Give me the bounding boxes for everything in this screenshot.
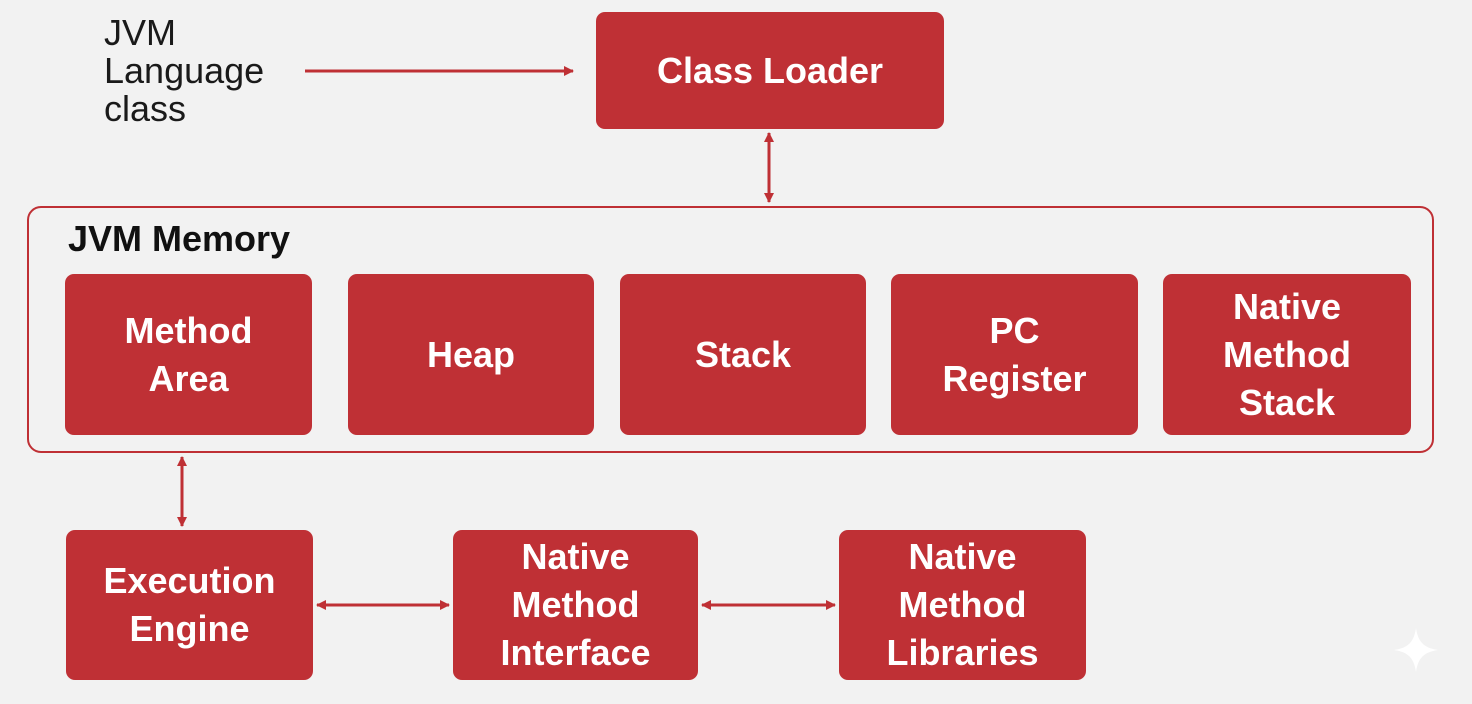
native-method-interface-label-line2: Method [511, 584, 640, 625]
jvm-language-class-label: JVM Language class [104, 12, 265, 129]
method-area-label-line1: Method [124, 309, 253, 351]
heap-box: Heap [348, 274, 594, 435]
execution-engine-box: Execution Engine [66, 530, 313, 680]
sparkle-icon [1394, 628, 1438, 672]
native-method-stack-box: Native Method Stack [1163, 274, 1411, 435]
jvm-memory-container [27, 206, 1434, 453]
native-method-libraries-box: Native Method Libraries [839, 530, 1086, 680]
class-loader-label: Class Loader [656, 49, 884, 91]
execution-engine-label-line2: Engine [129, 608, 250, 649]
pc-register-label-line2: Register [942, 357, 1087, 399]
stack-box: Stack [620, 274, 866, 435]
pc-register-box: PC Register [891, 274, 1138, 435]
native-method-interface-label-line3: Interface [500, 632, 651, 673]
native-method-libraries-label-line2: Method [898, 584, 1027, 625]
native-method-stack-label-line1: Native [1232, 285, 1342, 327]
native-method-libraries-label-line3: Libraries [886, 632, 1039, 673]
native-method-interface-label-line1: Native [521, 536, 630, 577]
method-area-label-line2: Area [148, 357, 229, 399]
pc-register-label-line1: PC [989, 309, 1040, 351]
native-method-stack-label-line2: Method [1223, 333, 1351, 375]
stack-label: Stack [694, 333, 792, 375]
native-method-libraries-label-line1: Native [908, 536, 1017, 577]
jvm-memory-title: JVM Memory [68, 218, 291, 259]
native-method-stack-label-line3: Stack [1238, 381, 1336, 423]
native-method-interface-box: Native Method Interface [453, 530, 698, 680]
execution-engine-label-line1: Execution [103, 560, 276, 601]
method-area-box: Method Area [65, 274, 312, 435]
class-loader-box: Class Loader [596, 12, 944, 129]
heap-label: Heap [426, 333, 516, 375]
